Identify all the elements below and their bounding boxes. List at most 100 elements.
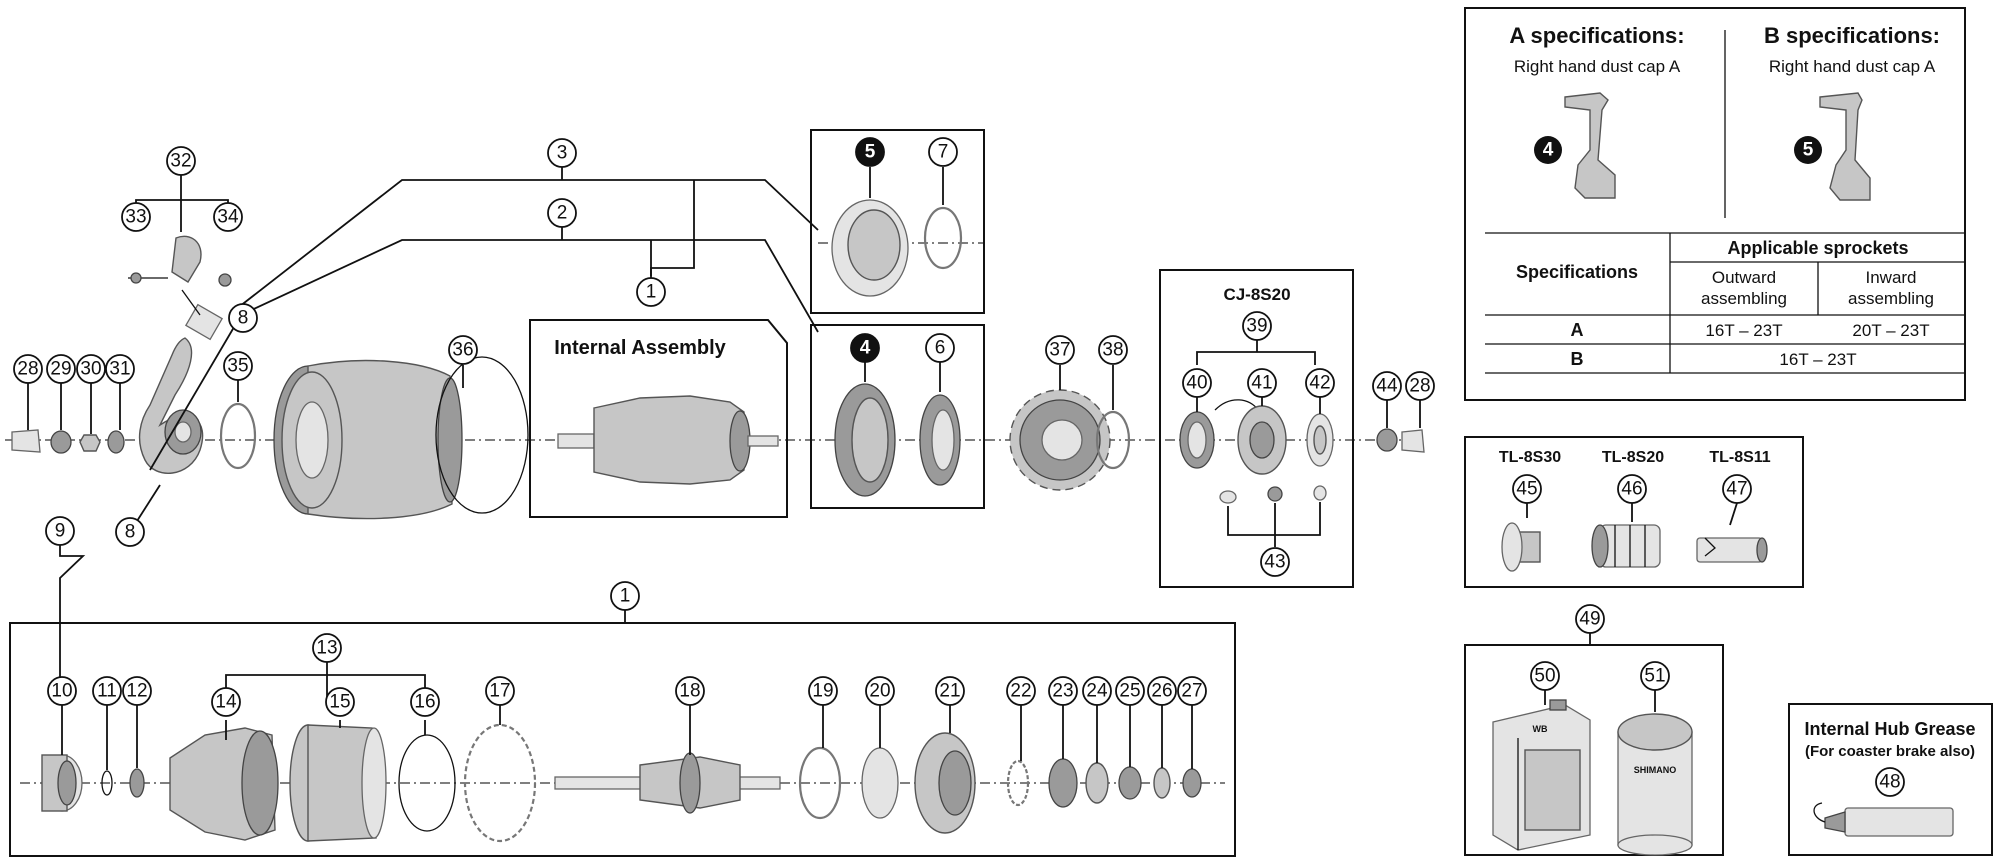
svg-text:14: 14	[215, 692, 237, 713]
svg-text:9: 9	[55, 521, 66, 542]
svg-text:41: 41	[1251, 373, 1272, 394]
svg-text:48: 48	[1879, 772, 1900, 793]
part-22	[1006, 759, 1030, 807]
svg-text:47: 47	[1726, 479, 1747, 500]
spec-a-part-marker: 4	[1534, 136, 1562, 164]
callout-c47: 47	[1722, 474, 1752, 504]
svg-text:36: 36	[452, 340, 473, 361]
th-applicable-sprockets: Applicable sprockets	[1727, 238, 1908, 258]
svg-text:30: 30	[80, 359, 101, 380]
grease-box	[1788, 703, 1993, 856]
svg-text:38: 38	[1102, 340, 1123, 361]
callout-c34: 34	[213, 202, 243, 232]
bracket-13	[225, 674, 426, 688]
svg-text:10: 10	[51, 681, 72, 702]
tl-8s30-tool	[1501, 522, 1541, 572]
svg-text:12: 12	[126, 681, 147, 702]
svg-text:5: 5	[1803, 140, 1814, 161]
part-35-bearing	[219, 402, 257, 470]
leader-8a	[149, 321, 238, 471]
svg-text:29: 29	[50, 359, 71, 380]
svg-text:49: 49	[1579, 609, 1600, 630]
callout-c42: 42	[1305, 368, 1335, 398]
callout-c1b: 1	[610, 581, 640, 611]
svg-text:21: 21	[939, 681, 960, 702]
spec-panel	[1464, 7, 1966, 401]
callout-c2: 2	[547, 198, 577, 228]
callout-c28b: 28	[1405, 371, 1435, 401]
svg-text:34: 34	[217, 207, 239, 228]
callout-c12: 12	[122, 676, 152, 706]
svg-text:4: 4	[860, 338, 871, 359]
svg-text:15: 15	[329, 692, 350, 713]
callout-c17: 17	[485, 676, 515, 706]
lubricant-box	[1464, 644, 1724, 856]
callout-c13: 13	[312, 633, 342, 663]
callout-c10: 10	[47, 676, 77, 706]
cap-a-profile	[1564, 92, 1616, 199]
svg-text:50: 50	[1534, 666, 1555, 687]
svg-text:8: 8	[238, 308, 249, 329]
callout-c38: 38	[1098, 335, 1128, 365]
part-11	[101, 770, 113, 796]
callout-c37: 37	[1045, 335, 1075, 365]
callout-c9: 9	[45, 516, 75, 546]
part-42	[1306, 413, 1334, 467]
part-14	[169, 727, 279, 841]
svg-text:5: 5	[865, 142, 876, 163]
row-b-value: 16T – 23T	[1779, 350, 1856, 369]
svg-text:2: 2	[557, 203, 568, 224]
part-51-jar: SHIMANO	[1617, 713, 1693, 856]
internal-parts-box	[9, 622, 1236, 857]
svg-text:28: 28	[1409, 376, 1430, 397]
svg-text:32: 32	[170, 151, 191, 172]
callout-c36: 36	[448, 335, 478, 365]
internal-assembly-drawing	[557, 395, 779, 485]
callout-c28a: 28	[13, 354, 43, 384]
lever-bracket-32	[135, 175, 229, 232]
svg-text:11: 11	[97, 681, 117, 702]
callout-c30: 30	[76, 354, 106, 384]
svg-text:51: 51	[1644, 666, 1665, 687]
callout-c41: 41	[1247, 368, 1277, 398]
callout-c45: 45	[1512, 474, 1542, 504]
part-19	[798, 746, 842, 820]
part-24	[1085, 762, 1109, 804]
callout-c51: 51	[1640, 661, 1670, 691]
svg-text:44: 44	[1376, 376, 1398, 397]
svg-text:35: 35	[227, 356, 248, 377]
svg-text:28: 28	[17, 359, 38, 380]
part-37-sprocket	[1009, 389, 1111, 491]
svg-text:1: 1	[646, 282, 657, 303]
cj-8s20-box	[1159, 269, 1354, 588]
svg-text:20: 20	[869, 681, 890, 702]
part-7-ring	[923, 206, 963, 270]
svg-text:45: 45	[1516, 479, 1537, 500]
part-36-ring	[435, 356, 529, 514]
callout-c44: 44	[1372, 371, 1402, 401]
th-inward-2: assembling	[1848, 289, 1934, 308]
callout-c33: 33	[121, 202, 151, 232]
callout-c8a: 8	[228, 303, 258, 333]
grease-title: Internal Hub Grease	[1804, 719, 1975, 739]
part-27	[1182, 768, 1202, 798]
part-20	[861, 747, 899, 819]
svg-text:23: 23	[1052, 681, 1073, 702]
tl-8s11-tool	[1696, 537, 1768, 563]
b-spec-subtitle: Right hand dust cap A	[1769, 57, 1936, 76]
tl-8s11-label: TL-8S11	[1709, 449, 1770, 466]
svg-text:31: 31	[109, 359, 130, 380]
callout-c23: 23	[1048, 676, 1078, 706]
part-17	[463, 723, 537, 843]
tl-8s20-tool	[1591, 524, 1661, 568]
callout-c1: 1	[636, 277, 666, 307]
svg-text:4: 4	[1543, 140, 1554, 161]
svg-text:27: 27	[1181, 681, 1202, 702]
grease-subtitle: (For coaster brake also)	[1805, 743, 1975, 760]
svg-text:42: 42	[1309, 373, 1330, 394]
svg-text:33: 33	[125, 207, 146, 228]
internal-assembly-label: Internal Assembly	[554, 337, 726, 359]
tl-8s20-label: TL-8S20	[1602, 449, 1664, 466]
svg-text:24: 24	[1086, 681, 1108, 702]
